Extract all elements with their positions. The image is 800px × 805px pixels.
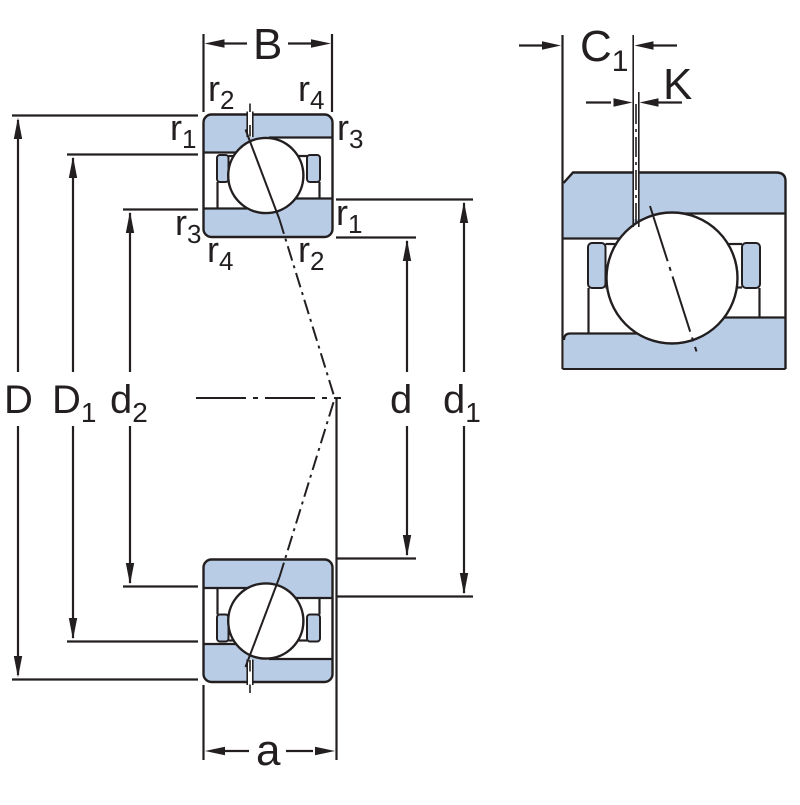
ball [226, 136, 305, 215]
dim-D: D [4, 114, 198, 681]
radius-label-r3-upper-right: r3 [337, 107, 363, 154]
bearing-section-mirrored [202, 397, 336, 695]
section-outline [202, 113, 334, 239]
arrowhead-up [402, 239, 412, 261]
dim-label-d1: d1 [443, 378, 481, 428]
arrowhead-down [402, 535, 412, 557]
dim-label-D: D [4, 378, 33, 422]
cage-right-block [306, 154, 321, 183]
arrowhead-right-in [613, 98, 633, 107]
arrowhead-up [125, 211, 135, 233]
arrowhead-right-in [542, 41, 561, 50]
arrowhead-down [13, 656, 23, 678]
detail-lubrication-hole [632, 165, 640, 219]
detail-view: C1 K [519, 22, 787, 370]
dim-label-d: d [390, 378, 412, 422]
radius-label-r2-top-left: r2 [208, 68, 234, 115]
arrowhead-left-in [634, 41, 654, 50]
radius-label-r4-top-right: r4 [298, 68, 324, 115]
dim-C1: C1 [519, 22, 677, 78]
dim-label-C1: C1 [580, 22, 628, 78]
arrowhead-left [204, 39, 225, 48]
radius-label-r1-upper-left: r1 [170, 107, 196, 154]
dim-B: B [202, 20, 334, 112]
detail-cage-left-block [587, 242, 607, 289]
arrowhead-left [205, 746, 225, 756]
dim-K: K [586, 60, 692, 109]
dim-a: a [202, 398, 338, 775]
dim-label-a: a [256, 726, 281, 775]
contact-angle-line-dashdot [278, 219, 336, 398]
detail-outline [562, 171, 787, 369]
arrowhead-right [311, 39, 331, 48]
detail-cage-right-block [741, 242, 761, 289]
radius-label-r3-mid-left: r3 [175, 202, 201, 249]
dim-d: d [336, 236, 416, 560]
outer-ring [203, 114, 333, 153]
dim-label-B: B [253, 20, 282, 69]
arrowhead-up [459, 201, 469, 223]
dim-d1: d1 [336, 198, 481, 598]
inner-ring [203, 198, 333, 237]
detail-outer-ring [563, 172, 786, 239]
radius-label-r4-lower-left: r4 [207, 229, 233, 276]
radius-label-r2-lower-right: r2 [298, 229, 324, 276]
arrowhead-down [459, 573, 469, 595]
dim-label-K: K [663, 60, 692, 109]
dim-d2: d2 [110, 208, 198, 588]
cage-left-block [216, 154, 230, 183]
radius-label-r1-mid-right: r1 [336, 192, 362, 239]
bearing-section [202, 103, 336, 398]
arrowhead-left-in [639, 98, 659, 107]
detail-contact-angle-line [649, 205, 698, 352]
dim-label-d2: d2 [110, 378, 148, 428]
arrowhead-down [68, 618, 78, 640]
arrowhead-up [68, 156, 78, 178]
detail-inner-left-shoulder-edge [562, 332, 638, 341]
lubrication-hole [246, 112, 254, 137]
dim-label-D1: D1 [52, 378, 96, 428]
arrowhead-down [125, 563, 135, 585]
arrowhead-right [315, 746, 335, 756]
arrowhead-up [13, 117, 23, 139]
dim-D1: D1 [52, 153, 198, 643]
contact-angle-line-solid [244, 129, 281, 220]
